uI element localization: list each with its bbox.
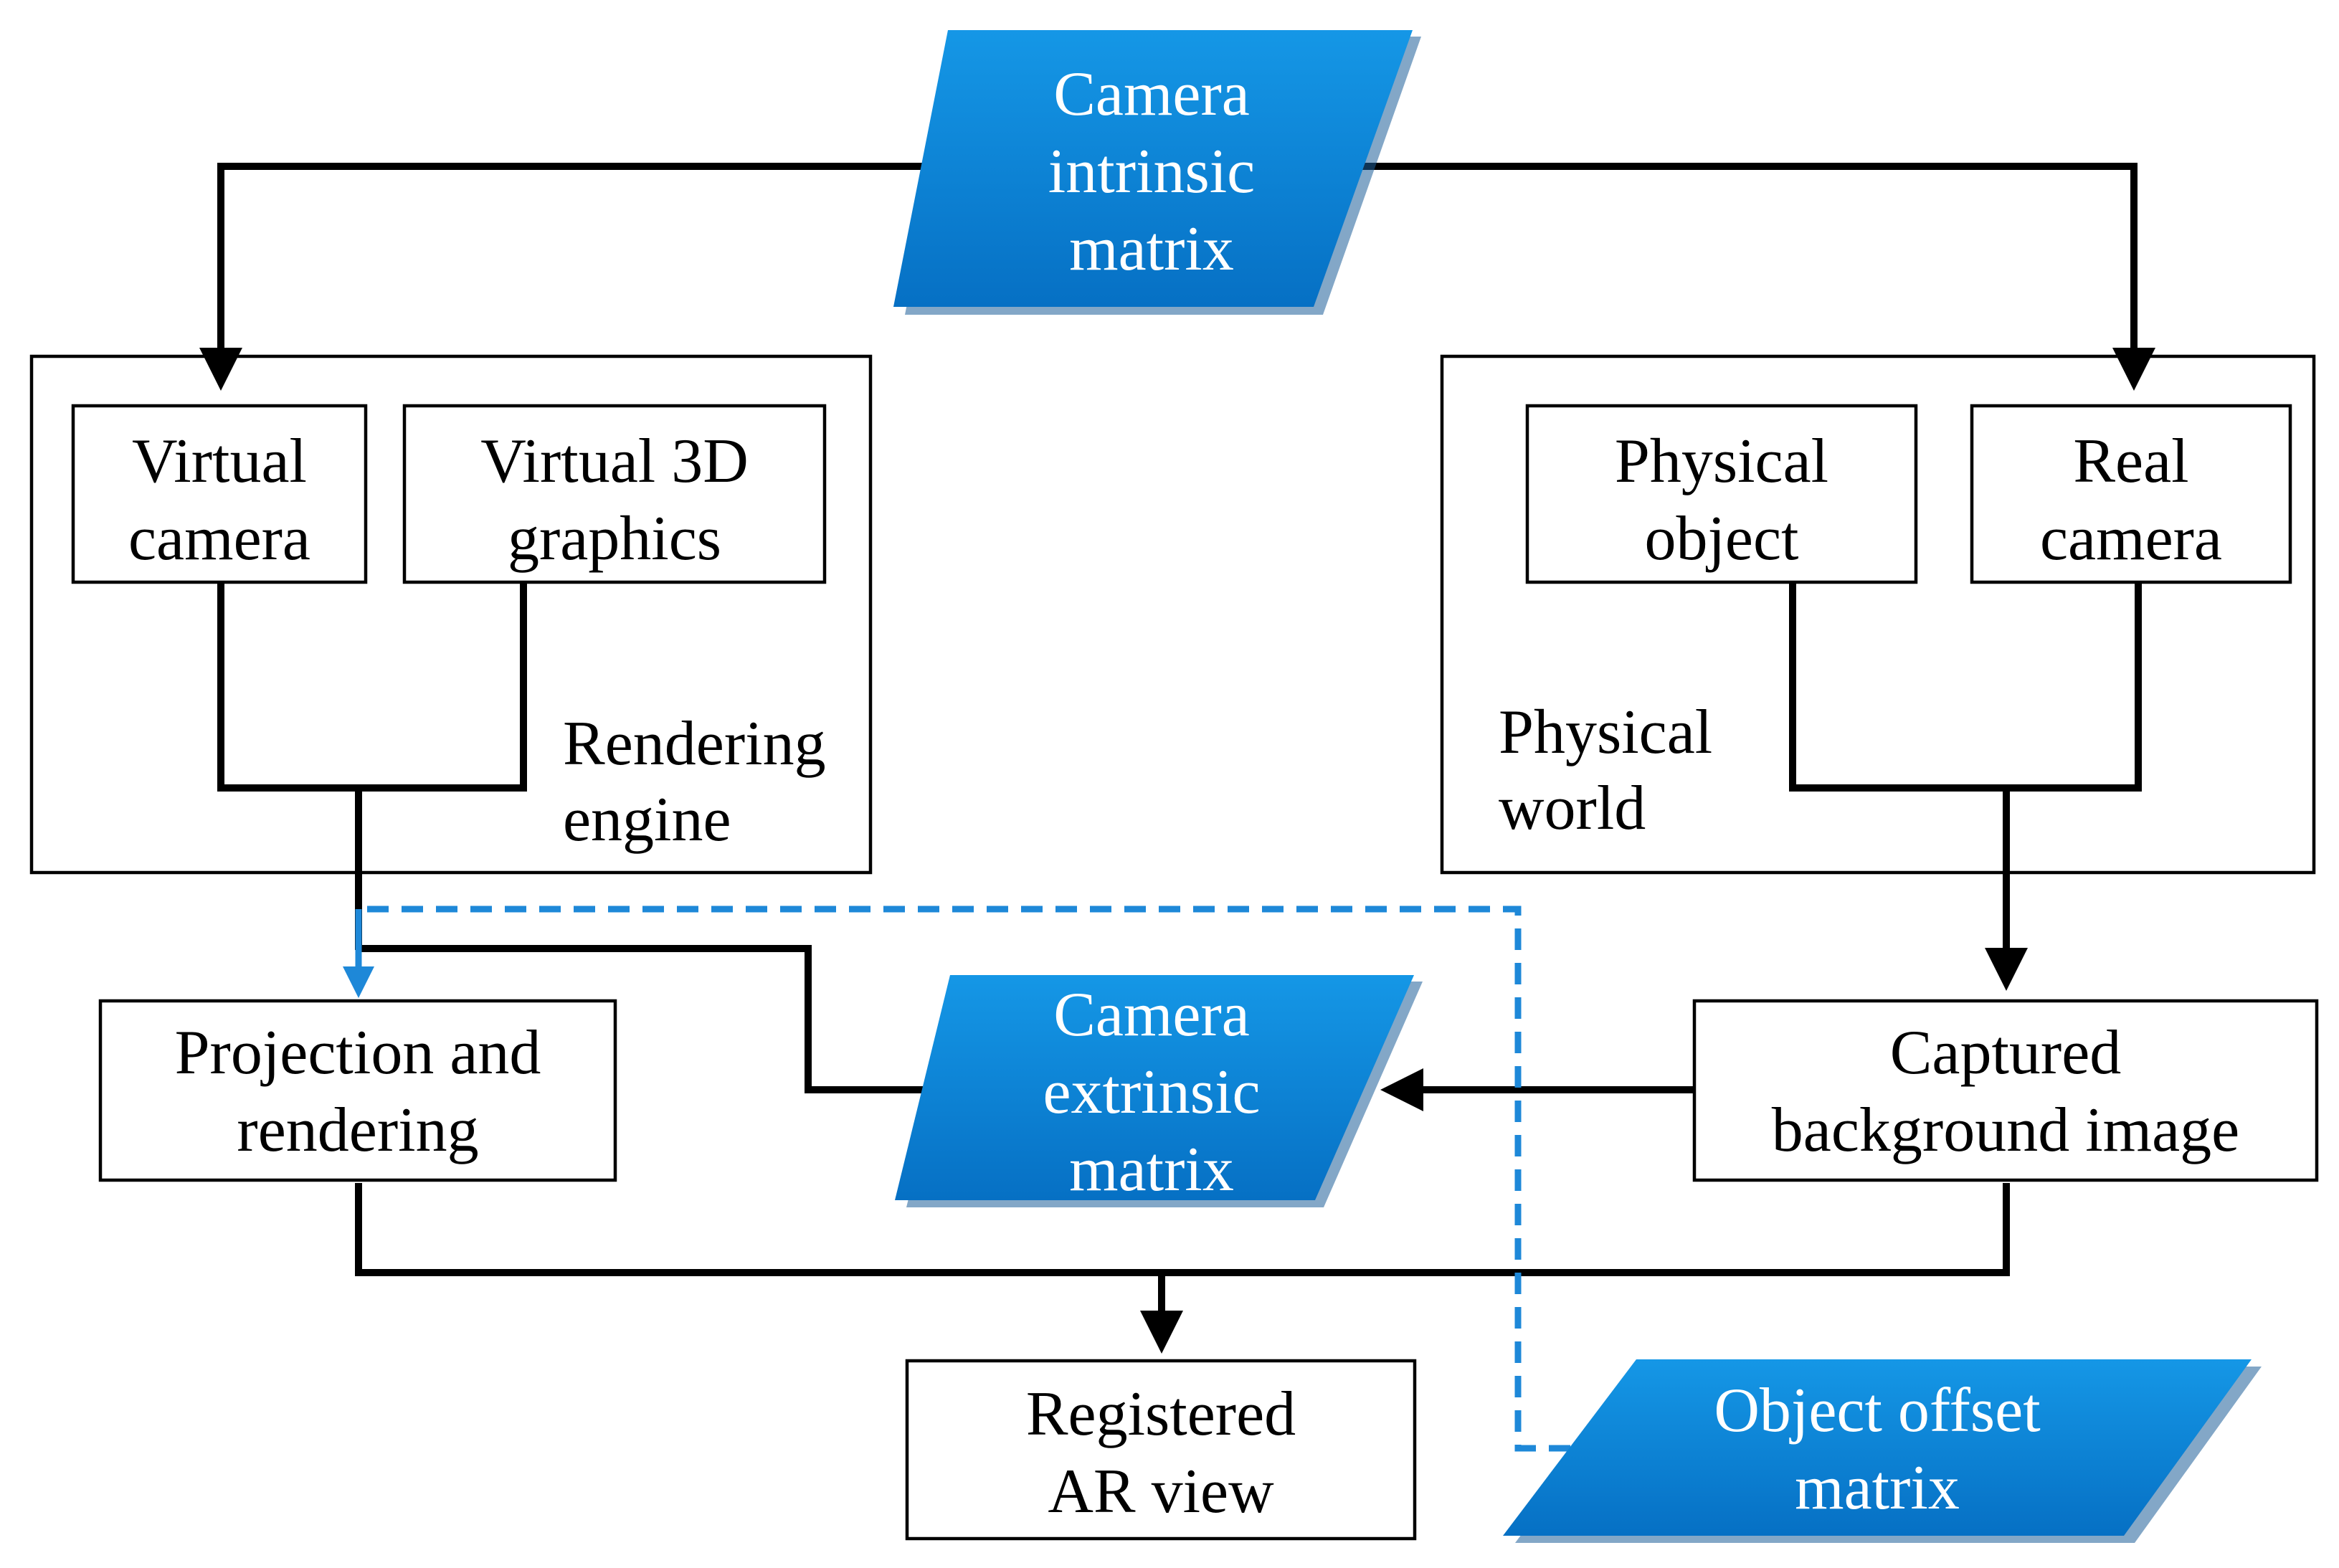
real-camera-line-1: Real bbox=[2073, 427, 2188, 496]
real-camera-node: Real camera bbox=[1970, 404, 2292, 584]
registered-ar-view-node: Registered AR view bbox=[905, 1359, 1417, 1541]
projection-line-1: Projection and bbox=[175, 1018, 541, 1088]
extrinsic-line-2: extrinsic bbox=[1043, 1058, 1260, 1127]
offset-dashed-arrowhead bbox=[343, 966, 374, 998]
rendering-engine-group bbox=[29, 354, 873, 875]
physical-object-down-connector bbox=[1789, 582, 2006, 792]
extrinsic-line-3: matrix bbox=[1069, 1135, 1234, 1204]
captured-down-connector bbox=[1162, 1183, 2010, 1276]
physical-world-group bbox=[1440, 354, 2316, 875]
virtual-3d-line-1: Virtual 3D bbox=[480, 427, 749, 496]
intrinsic-to-virtual-camera-connector bbox=[199, 163, 954, 391]
projection-rendering-node: Projection and rendering bbox=[98, 999, 617, 1182]
virtual-3d-down-connector bbox=[359, 582, 527, 792]
object-offset-matrix-node: Object offset matrix bbox=[1503, 1359, 2262, 1543]
virtual-camera-node: Virtual camera bbox=[71, 404, 368, 584]
virtual-3d-graphics-node: Virtual 3D graphics bbox=[402, 404, 827, 584]
registered-line-1: Registered bbox=[1026, 1379, 1296, 1449]
physical-object-line-1: Physical bbox=[1615, 427, 1828, 496]
intrinsic-to-real-camera-connector bbox=[1355, 163, 2155, 391]
virtual-3d-line-2: graphics bbox=[508, 504, 721, 574]
extrinsic-to-projection-connector bbox=[359, 945, 946, 1093]
captured-background-node: Captured background image bbox=[1692, 999, 2319, 1182]
intrinsic-line-2: intrinsic bbox=[1048, 137, 1255, 206]
captured-line-2: background image bbox=[1772, 1096, 2239, 1165]
projection-down-connector bbox=[355, 1183, 1162, 1276]
physical-object-line-2: object bbox=[1644, 504, 1798, 574]
projection-line-2: rendering bbox=[237, 1096, 478, 1165]
virtual-camera-down-connector bbox=[217, 582, 359, 792]
virtual-camera-line-1: Virtual bbox=[132, 427, 307, 496]
physical-world-label: Physical world bbox=[1499, 698, 1712, 843]
real-camera-down-connector bbox=[2006, 582, 2142, 792]
registered-line-2: AR view bbox=[1048, 1457, 1274, 1526]
extrinsic-line-1: Camera bbox=[1053, 980, 1250, 1050]
svg-text:Rendering: Rendering bbox=[563, 709, 826, 779]
intrinsic-line-3: matrix bbox=[1069, 214, 1234, 284]
physical-object-node: Physical object bbox=[1525, 404, 1918, 584]
rendering-engine-label: Rendering engine bbox=[563, 709, 826, 855]
real-camera-line-2: camera bbox=[2040, 504, 2222, 574]
camera-intrinsic-matrix-node: Camera intrinsic matrix bbox=[893, 30, 1421, 315]
svg-text:world: world bbox=[1499, 774, 1646, 843]
offset-line-2: matrix bbox=[1795, 1453, 1960, 1523]
captured-line-1: Captured bbox=[1890, 1018, 2122, 1088]
virtual-camera-line-2: camera bbox=[128, 504, 310, 574]
intrinsic-line-1: Camera bbox=[1053, 60, 1250, 129]
offset-line-1: Object offset bbox=[1714, 1376, 2040, 1445]
svg-text:engine: engine bbox=[563, 785, 731, 855]
svg-text:Physical: Physical bbox=[1499, 698, 1712, 767]
camera-extrinsic-matrix-node: Camera extrinsic matrix bbox=[895, 975, 1423, 1207]
offset-dashed-connector bbox=[359, 906, 1570, 1452]
